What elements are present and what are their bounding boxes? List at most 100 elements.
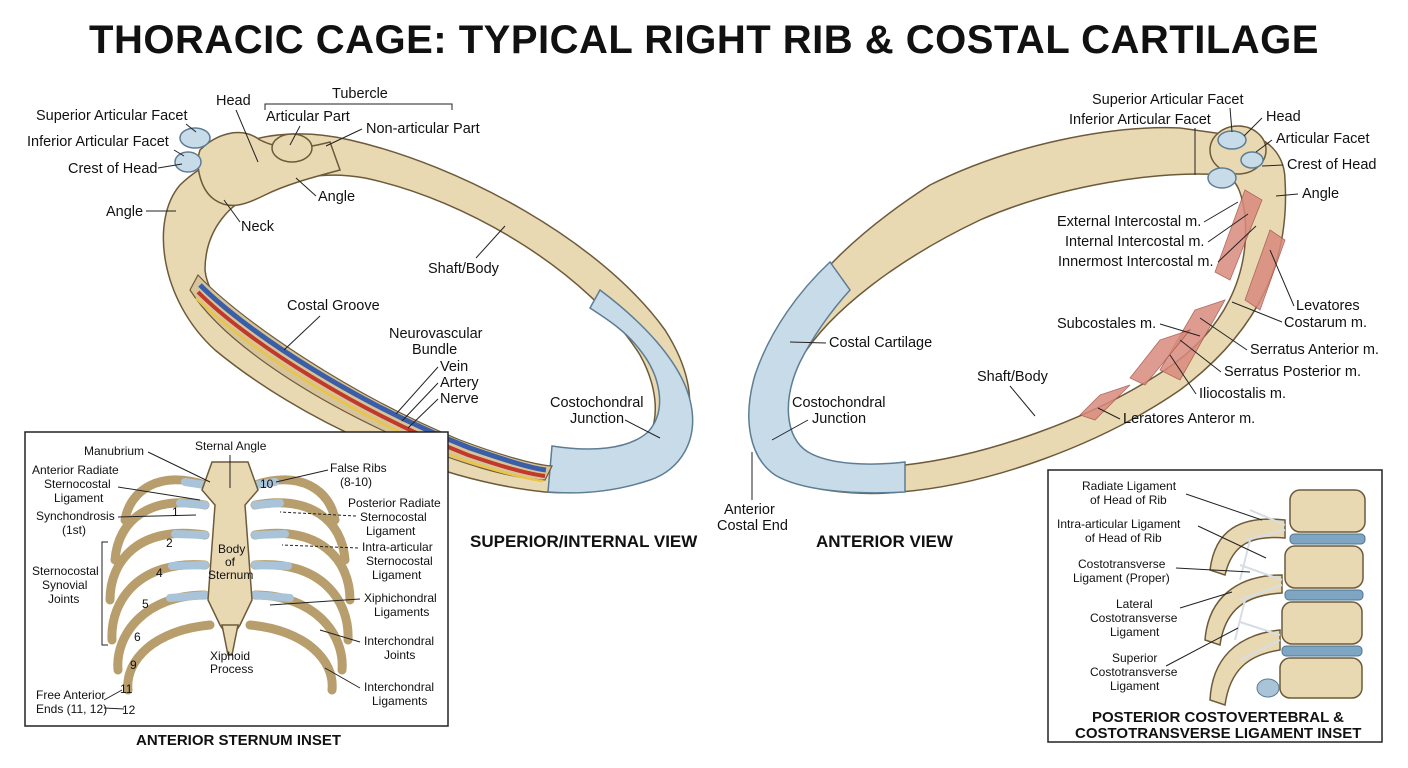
label-interchondral-joints-1: Interchondral: [364, 634, 434, 648]
label-levatores: Levatores: [1296, 298, 1360, 314]
label-leratores-anteror: Leratores Anteror m.: [1123, 411, 1255, 427]
label-intra-2: of Head of Rib: [1085, 531, 1162, 545]
label-lateral-1: Lateral: [1116, 597, 1153, 611]
label-a-articular-facet: Articular Facet: [1276, 131, 1369, 147]
disc-3: [1281, 645, 1363, 657]
label-sternal-angle: Sternal Angle: [195, 439, 267, 453]
anterior-superior-facet: [1217, 130, 1247, 150]
label-subcostales: Subcostales m.: [1057, 316, 1156, 332]
label-posterior-radiate-2: Sternocostal: [360, 510, 427, 524]
label-articular-part: Articular Part: [266, 109, 350, 125]
label-inferior-articular-facet: Inferior Articular Facet: [27, 134, 169, 150]
label-body-1: Body: [218, 542, 245, 556]
label-synchondrosis-2: (1st): [62, 523, 86, 537]
label-shaft-body: Shaft/Body: [428, 261, 500, 277]
rib-number-2: 2: [166, 536, 173, 550]
label-vein: Vein: [440, 359, 468, 375]
label-xiphichondral-1: Xiphichondral: [364, 591, 437, 605]
label-free-anterior-2: Ends (11, 12): [36, 702, 107, 716]
inset-rib-upper: [1209, 518, 1286, 576]
rib-number-5: 5: [142, 597, 149, 611]
inset-rib-head-facet: [1256, 678, 1280, 698]
label-synchondrosis-1: Synchondrosis: [36, 509, 115, 523]
xiphoid-shape: [221, 624, 239, 656]
label-interchondral-joints-2: Joints: [384, 648, 415, 662]
vein-vessel: [198, 283, 547, 473]
label-sternocostal-3: Joints: [48, 592, 79, 606]
label-radiate-1: Radiate Ligament: [1082, 479, 1177, 493]
label-a-crest-of-head: Crest of Head: [1287, 157, 1376, 173]
label-internal-intercostal: Internal Intercostal m.: [1065, 234, 1204, 250]
label-junction-left: Junction: [570, 411, 624, 427]
label-external-intercostal: External Intercostal m.: [1057, 214, 1201, 230]
rib-number-1: 1: [172, 505, 179, 519]
label-anterior-radiate-1: Anterior Radiate: [32, 463, 119, 477]
label-false-ribs-1: False Ribs: [330, 461, 387, 475]
label-lateral-3: Ligament: [1110, 625, 1160, 639]
caption-superior-view: SUPERIOR/INTERNAL VIEW: [470, 532, 698, 551]
label-superior-3: Ligament: [1110, 679, 1160, 693]
caption-anterior-view: ANTERIOR VIEW: [816, 532, 954, 551]
label-crest-of-head: Crest of Head: [68, 161, 157, 177]
rib-number-6: 6: [134, 630, 141, 644]
costovertebral-inset: [1047, 469, 1383, 743]
label-intra-articular-2: Sternocostal: [366, 554, 433, 568]
sternum-inset-labels: Manubrium Sternal Angle False Ribs (8-10…: [32, 439, 441, 749]
vertebra-3: [1281, 601, 1363, 645]
label-innermost-intercostal: Innermost Intercostal m.: [1058, 254, 1214, 270]
vertebrae-column: [1279, 489, 1366, 699]
label-lateral-2: Costotransverse: [1090, 611, 1178, 625]
costovertebral-inset-labels: Radiate Ligament of Head of Rib Intra-ar…: [1057, 479, 1361, 742]
label-costal-groove: Costal Groove: [287, 298, 380, 314]
anterior-articular-facet: [1240, 151, 1264, 169]
artery-vessel: [196, 290, 546, 478]
caption-costovertebral-2: COSTOTRANSVERSE LIGAMENT INSET: [1075, 725, 1361, 742]
label-posterior-radiate-1: Posterior Radiate: [348, 496, 441, 510]
label-head: Head: [216, 93, 251, 109]
tubercle-shape: [271, 133, 313, 163]
label-interchondral-lig-2: Ligaments: [372, 694, 427, 708]
caption-sternum-inset: ANTERIOR STERNUM INSET: [136, 732, 341, 749]
muscle-patch-4: [1129, 329, 1192, 386]
label-xiphichondral-2: Ligaments: [374, 605, 429, 619]
sternum-inset: [24, 431, 449, 727]
vertebra-1: [1289, 489, 1366, 533]
label-a-inferior-articular-facet: Inferior Articular Facet: [1069, 112, 1211, 128]
label-body-3: Sternum: [208, 568, 253, 582]
muscle-patch-5: [1079, 384, 1131, 421]
label-interchondral-lig-1: Interchondral: [364, 680, 434, 694]
label-intra-1: Intra-articular Ligament: [1057, 517, 1181, 531]
label-costochondral-left: Costochondral: [550, 395, 644, 411]
label-iliocostalis: Iliocostalis m.: [1199, 386, 1286, 402]
label-neurovascular: Neurovascular: [389, 326, 483, 342]
vertebra-2: [1284, 545, 1364, 589]
label-sternocostal-1: Sternocostal: [32, 564, 99, 578]
muscle-patch-2: [1244, 229, 1286, 311]
label-neck: Neck: [241, 219, 275, 235]
label-bundle: Bundle: [412, 342, 457, 358]
label-junction-right: Junction: [812, 411, 866, 427]
label-radiate-2: of Head of Rib: [1090, 493, 1167, 507]
rib-number-10: 10: [260, 477, 274, 491]
label-a-shaft-body: Shaft/Body: [977, 369, 1049, 385]
label-costochondral-right: Costochondral: [792, 395, 886, 411]
superior-articular-facet-shape: [179, 127, 211, 149]
label-a-angle: Angle: [1302, 186, 1339, 202]
rib-number-4: 4: [156, 566, 163, 580]
label-non-articular-part: Non-articular Part: [366, 121, 480, 137]
label-intra-articular-3: Ligament: [372, 568, 422, 582]
label-a-superior-articular-facet: Superior Articular Facet: [1092, 92, 1244, 108]
superior-view-labels: Superior Articular Facet Head Tubercle A…: [27, 86, 698, 551]
label-anterior-radiate-2: Sternocostal: [44, 477, 111, 491]
label-xiphoid-1: Xiphoid: [210, 649, 250, 663]
rib-number-12: 12: [122, 703, 136, 717]
label-costotransverse-2: Ligament (Proper): [1073, 571, 1170, 585]
anterior-crest-facet: [1207, 167, 1237, 189]
label-a-head: Head: [1266, 109, 1301, 125]
label-nerve: Nerve: [440, 391, 479, 407]
label-costotransverse-1: Costotransverse: [1078, 557, 1166, 571]
label-anterior-radiate-3: Ligament: [54, 491, 104, 505]
rib-number-9: 9: [130, 658, 137, 672]
vertebra-4: [1279, 657, 1363, 699]
disc-1: [1289, 533, 1366, 545]
